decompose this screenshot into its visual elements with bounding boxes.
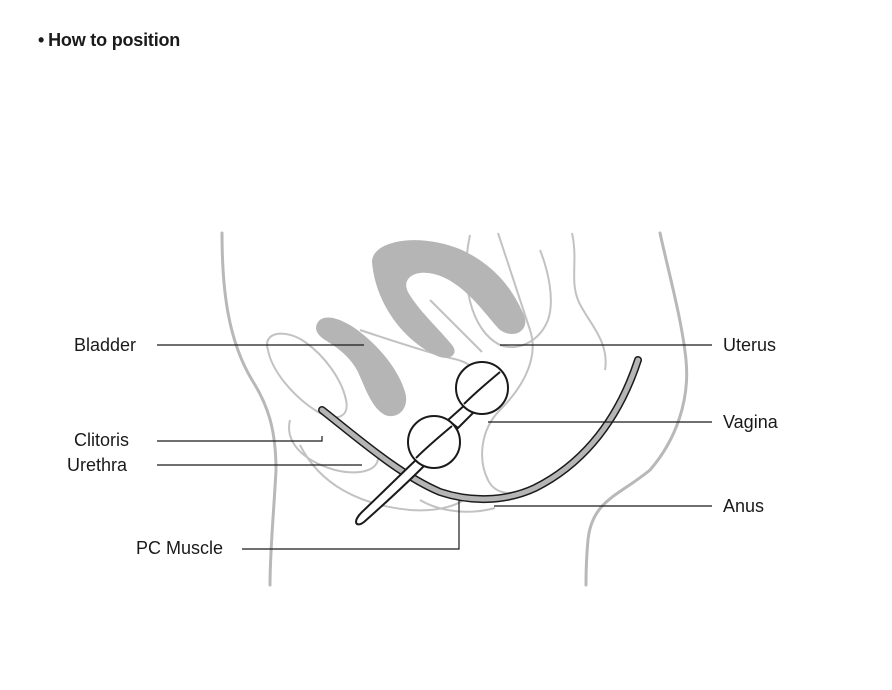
internal-outlines bbox=[267, 233, 606, 512]
label-uterus: Uterus bbox=[723, 335, 776, 355]
label-clitoris: Clitoris bbox=[74, 430, 129, 450]
label-bladder: Bladder bbox=[74, 335, 136, 355]
front-body-contour bbox=[222, 233, 276, 585]
label-anus: Anus bbox=[723, 496, 764, 516]
label-pc-muscle: PC Muscle bbox=[136, 538, 223, 558]
back-body-contour bbox=[586, 233, 687, 585]
label-vagina: Vagina bbox=[723, 412, 779, 432]
label-urethra: Urethra bbox=[67, 455, 128, 475]
uterus-shape bbox=[372, 240, 525, 358]
sacrum-outline bbox=[572, 233, 606, 370]
clitoris-leader bbox=[157, 436, 322, 441]
retrieval-cord bbox=[356, 458, 424, 524]
